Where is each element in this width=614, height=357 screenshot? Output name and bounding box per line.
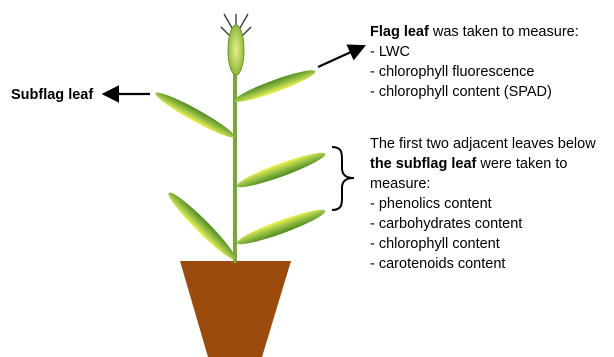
plant-stem: [233, 60, 237, 263]
lower-item: - carotenoids content: [370, 254, 596, 274]
flag-item: - chlorophyll fluorescence: [370, 62, 579, 82]
flag-leaf-measurements: Flag leaf was taken to measure: - LWC - …: [370, 22, 579, 102]
subflag-leaf-label: Subflag leaf: [11, 85, 93, 105]
flower-pot: [180, 261, 291, 357]
lower-intro-line1: The first two adjacent leaves below: [370, 134, 596, 154]
lower-left-leaf: [164, 188, 240, 264]
flag-leaf-title-rest: was taken to measure:: [429, 24, 579, 40]
flag-item: - chlorophyll content (SPAD): [370, 82, 579, 102]
lower-intro-bold: the subflag leaf: [370, 156, 476, 172]
flag-leaf: [233, 66, 318, 107]
lower-item: - chlorophyll content: [370, 234, 596, 254]
lower-leaves-measurements: The first two adjacent leaves below the …: [370, 134, 596, 274]
lower-intro-line2-rest: were taken to: [476, 156, 567, 172]
lower-item: - phenolics content: [370, 194, 596, 214]
lower-item: - carbohydrates content: [370, 214, 596, 234]
flag-leaf-title: Flag leaf: [370, 24, 429, 40]
curly-brace: [332, 147, 354, 210]
lower-intro-line3: measure:: [370, 174, 596, 194]
lower-leaf-1: [235, 148, 328, 192]
flag-item: - LWC: [370, 42, 579, 62]
lower-leaf-2: [235, 205, 328, 249]
subflag-leaf: [153, 88, 238, 142]
flag-arrow: [318, 47, 362, 67]
wheat-spike: [228, 25, 244, 75]
